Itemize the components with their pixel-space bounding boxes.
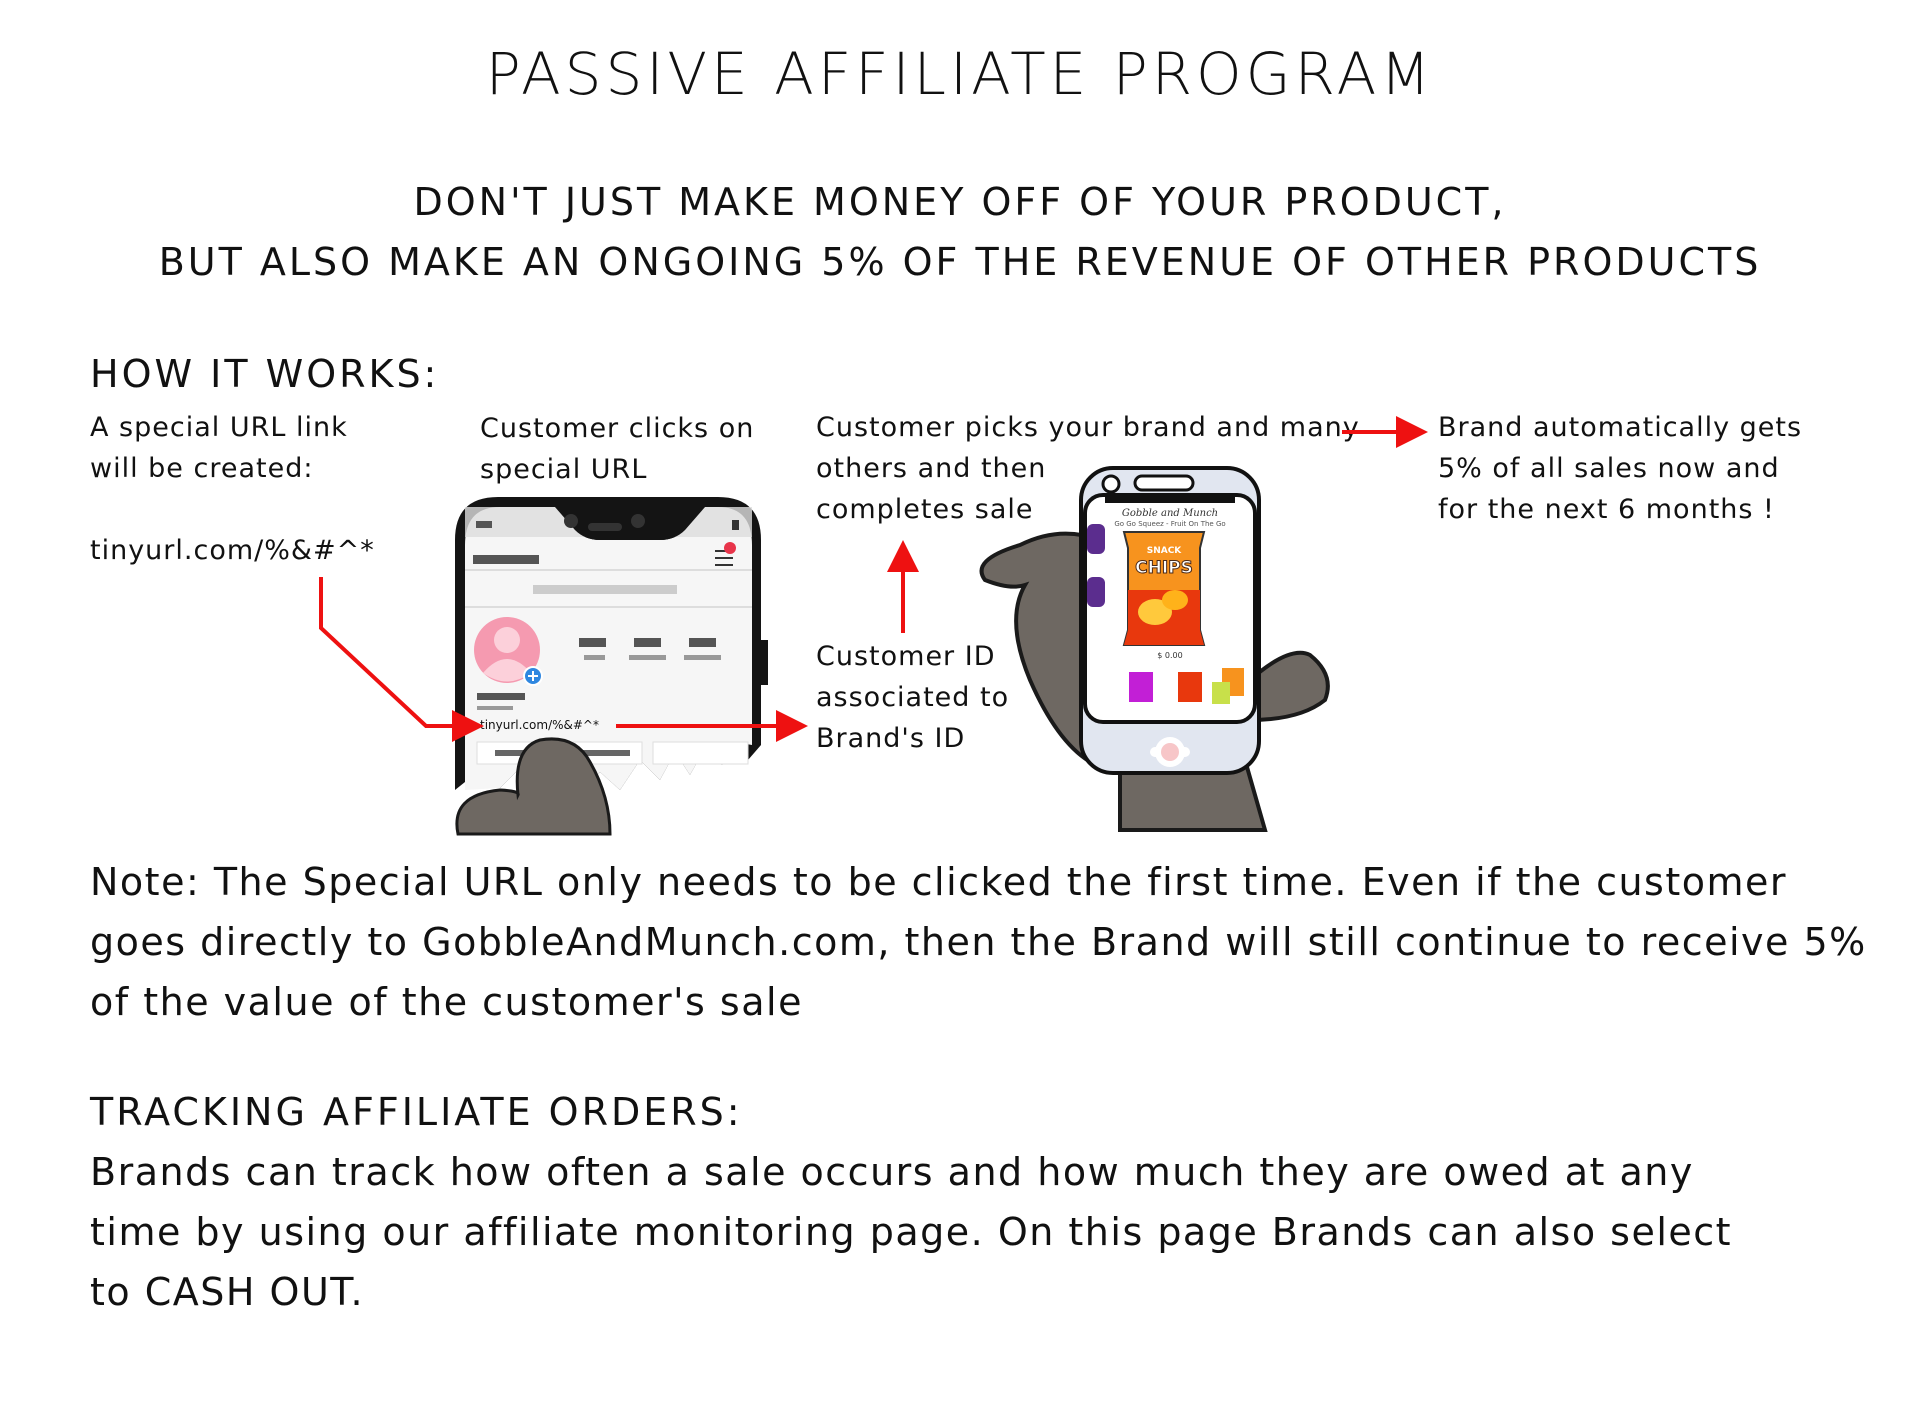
special-url: tinyurl.com/%&#^* [90,535,375,566]
step5-line: 5% of all sales now and [1438,453,1780,484]
step4-line: associated to [816,682,1010,713]
step1-line: A special URL link [90,412,348,443]
pointing-hand-1 [455,737,612,836]
tracking-line: time by using our affiliate monitoring p… [90,1210,1733,1254]
step2-text: Customer clicks on special URL [480,408,754,490]
phone2-price: $ 0.00 [1157,651,1182,660]
step5-line: Brand automatically gets [1438,412,1803,443]
phone-2-illustration: Gobble and Munch Go Go Squeez - Fruit On… [1079,466,1261,775]
svg-text:CHIPS: CHIPS [1135,558,1193,578]
tracking-paragraph: Brands can track how often a sale occurs… [90,1142,1732,1322]
svg-text:SNACK: SNACK [1147,546,1183,556]
step5-text: Brand automatically gets 5% of all sales… [1438,407,1802,530]
phone2-subtitle: Go Go Squeez - Fruit On The Go [1114,520,1225,528]
step2-line: special URL [480,454,648,485]
url-flow-arrow [319,577,484,742]
step4-line: Customer ID [816,641,996,672]
subtitle-line-1: DON'T JUST MAKE MONEY OFF OF YOUR PRODUC… [413,180,1507,224]
step5-line: for the next 6 months ! [1438,494,1775,525]
page-title: PASSIVE AFFILIATE PROGRAM [485,40,1435,108]
note-line: goes directly to GobbleAndMunch.com, the… [90,920,1867,964]
note-paragraph: Note: The Special URL only needs to be c… [90,852,1867,1032]
tracking-heading: TRACKING AFFILIATE ORDERS: [90,1090,743,1134]
phone2-brand: Gobble and Munch [1122,508,1218,519]
phone-1-illustration [455,497,768,795]
step2-line: Customer clicks on [480,413,755,444]
step3-text: Customer picks your brand and many other… [816,407,1360,530]
note-line: of the value of the customer's sale [90,980,803,1024]
step3-line: Customer picks your brand and many [816,412,1360,443]
step4-text: Customer ID associated to Brand's ID [816,636,1009,759]
how-it-works-heading: HOW IT WORKS: [90,352,440,396]
step1-line: will be created: [90,453,314,484]
step3-line: others and then [816,453,1047,484]
tracking-line: to CASH OUT. [90,1270,365,1314]
step1-text: A special URL link will be created: [90,407,348,489]
phone1-url-text: tinyurl.com/%&#^* [480,718,599,732]
tracking-line: Brands can track how often a sale occurs… [90,1150,1694,1194]
step4-line: Brand's ID [816,723,966,754]
subtitle-line-2: BUT ALSO MAKE AN ONGOING 5% OF THE REVEN… [158,240,1762,284]
holding-hand-2 [979,531,1330,832]
note-line: Note: The Special URL only needs to be c… [90,860,1788,904]
step3-line: completes sale [816,494,1034,525]
